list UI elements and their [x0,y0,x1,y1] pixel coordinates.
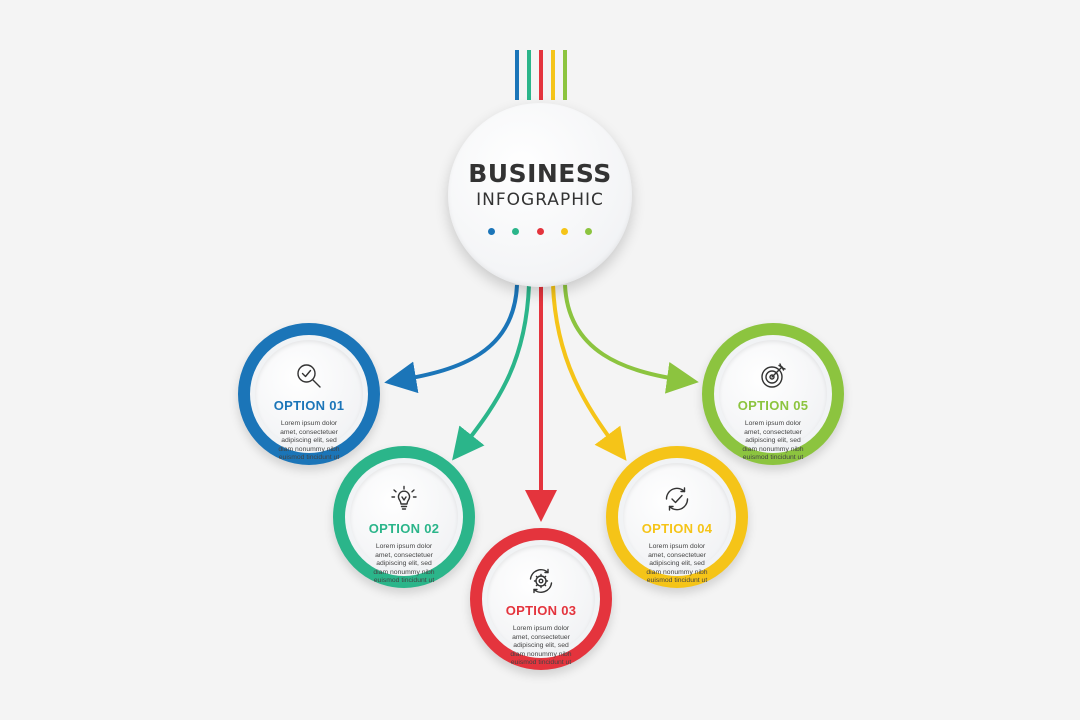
option-03-text: Lorem ipsum dolor amet, consectetuer adi… [510,625,572,666]
option-05-inner: OPTION 05 Lorem ipsum dolor amet, consec… [719,340,827,461]
option-04-text: Lorem ipsum dolor amet, consectetuer adi… [646,543,708,584]
dot-teal [512,228,520,235]
gear-cycle-icon [529,568,553,594]
arrow-option-02 [452,284,531,461]
arrow-option-04 [551,284,627,461]
incoming-lines [515,50,567,100]
option-03-circle: OPTION 03 Lorem ipsum dolor amet, consec… [470,528,612,670]
target-arrow-icon [761,363,786,388]
dot-blue [488,228,496,235]
option-04-label: OPTION 04 [641,521,713,536]
dot-green [584,228,592,235]
center-subtitle: INFOGRAPHIC [476,190,604,210]
center-title: BUSINESS [468,159,612,188]
check-cycle-icon [665,487,689,511]
color-dots [448,220,632,239]
dot-yellow [560,228,568,235]
option-02-circle: OPTION 02 Lorem ipsum dolor amet, consec… [333,446,475,588]
magnifier-check-icon [297,364,321,388]
option-02-label: OPTION 02 [368,521,440,536]
center-hub: BUSINESS INFOGRAPHIC [448,103,632,287]
option-01-label: OPTION 01 [273,398,345,413]
arrow-option-01 [384,284,519,394]
option-01-circle: OPTION 01 Lorem ipsum dolor amet, consec… [238,323,380,465]
dot-red [536,228,544,235]
option-03-label: OPTION 03 [505,603,577,618]
option-04-circle: OPTION 04 Lorem ipsum dolor amet, consec… [606,446,748,588]
option-05-text: Lorem ipsum dolor amet, consectetuer adi… [742,420,804,461]
option-05-label: OPTION 05 [737,398,809,413]
option-01-text: Lorem ipsum dolor amet, consectetuer adi… [278,420,340,461]
option-05-circle: OPTION 05 Lorem ipsum dolor amet, consec… [702,323,844,465]
option-04-inner: OPTION 04 Lorem ipsum dolor amet, consec… [623,463,731,584]
arrow-option-05 [563,284,699,394]
option-02-text: Lorem ipsum dolor amet, consectetuer adi… [373,543,435,584]
option-03-inner: OPTION 03 Lorem ipsum dolor amet, consec… [487,545,595,666]
option-02-inner: OPTION 02 Lorem ipsum dolor amet, consec… [350,463,458,584]
option-01-inner: OPTION 01 Lorem ipsum dolor amet, consec… [255,340,363,461]
lightbulb-icon [391,485,417,510]
